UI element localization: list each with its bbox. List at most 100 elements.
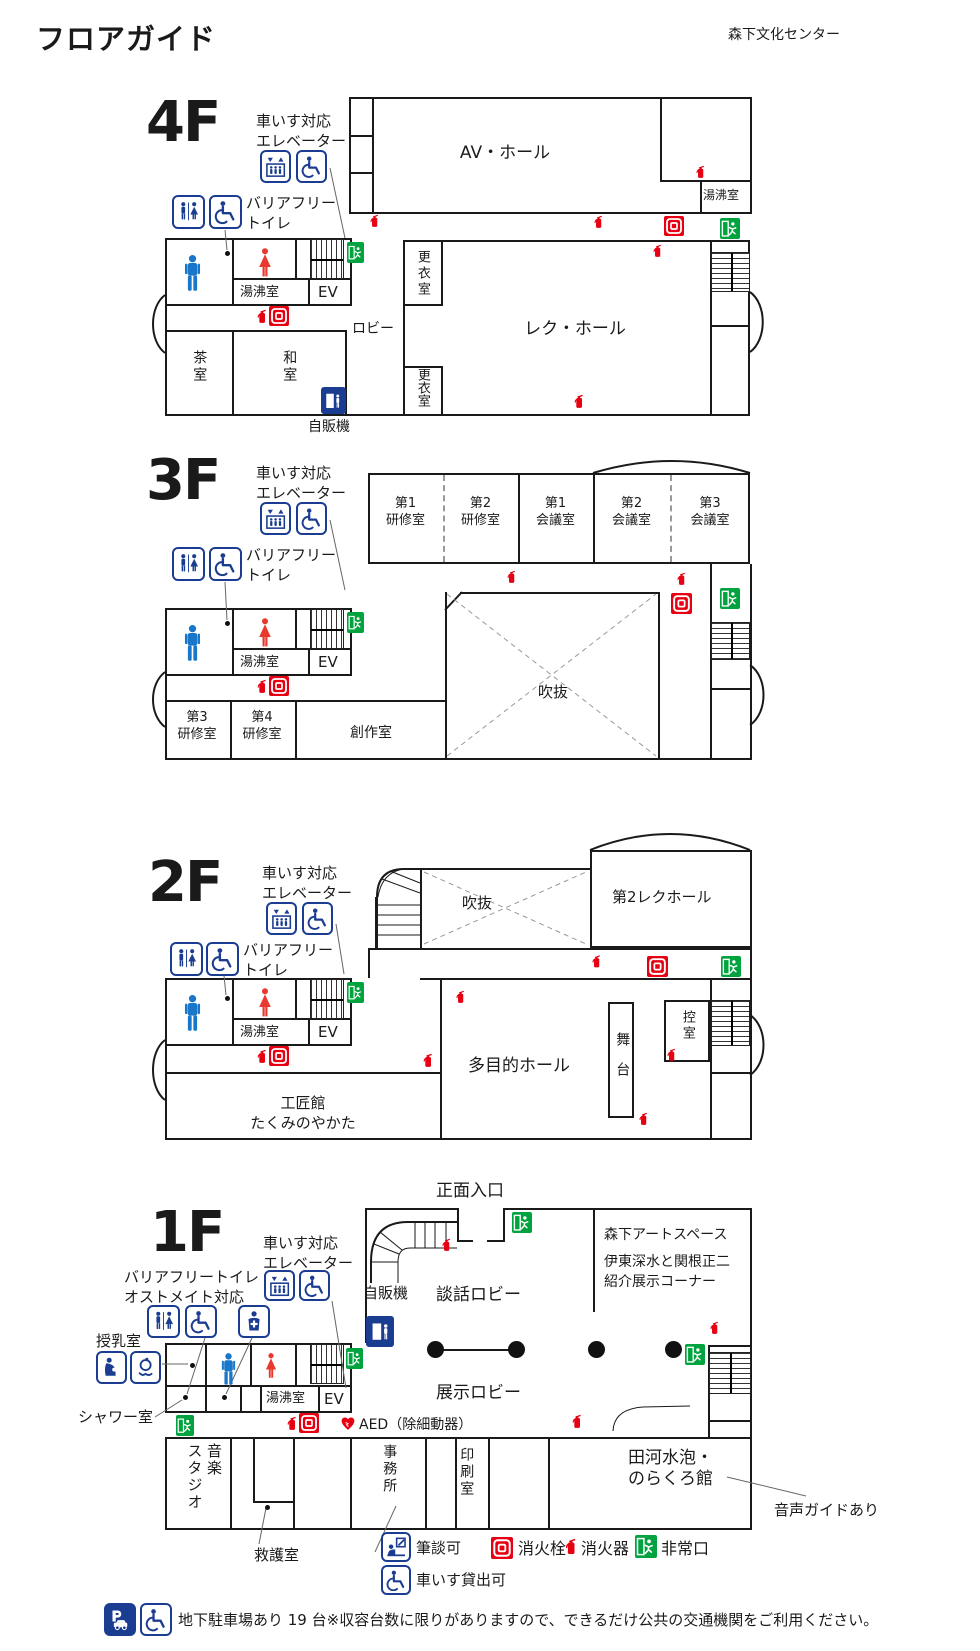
wall <box>420 868 422 948</box>
connector-dot <box>225 621 230 626</box>
wall <box>232 278 352 280</box>
stairs <box>310 1344 344 1384</box>
wall <box>232 330 234 416</box>
emergency-exit-icon <box>176 1415 194 1436</box>
vending-machine-icon <box>321 387 346 414</box>
wall <box>708 1345 752 1347</box>
wall <box>165 978 352 1046</box>
wheelchair-icon <box>185 1305 217 1338</box>
emergency-exit-icon <box>635 1535 657 1558</box>
wall <box>165 306 167 416</box>
fire-extinguisher-icon <box>571 1410 583 1432</box>
room-label-fukinuke: 吹抜 <box>462 894 493 912</box>
wall <box>700 180 702 213</box>
fire-extinguisher-icon <box>676 568 687 589</box>
room-label-kaigi2: 第2 会議室 <box>611 496 651 528</box>
elevator-icon <box>260 502 291 535</box>
toilet-icon <box>170 942 203 976</box>
elevator-icon <box>266 902 297 935</box>
label-nursing-room: 授乳室 <box>96 1332 142 1350</box>
floor-label-1f: 1F <box>150 1200 225 1265</box>
wall <box>232 1018 352 1020</box>
legend-hydrant: 消火栓 <box>518 1539 567 1558</box>
wall <box>420 868 592 870</box>
label-kyugo: 救護室 <box>254 1546 300 1564</box>
wall <box>295 700 297 758</box>
wall <box>165 330 347 332</box>
fire-extinguisher-icon <box>256 675 268 697</box>
wall <box>308 1018 310 1046</box>
wall <box>455 1437 457 1530</box>
wall <box>165 676 167 760</box>
room-label-ev: EV <box>318 653 338 671</box>
woman-icon <box>264 1346 278 1386</box>
room-label-yuwakashi: 湯沸室 <box>240 1025 280 1040</box>
room-label-kenshu1: 第1 研修室 <box>385 496 425 528</box>
fire-hydrant-icon <box>647 956 668 977</box>
room-label-music-studio: 音楽 スタジオ <box>185 1443 224 1511</box>
wall <box>503 1208 505 1242</box>
connector-dot <box>225 251 230 256</box>
room-label-tamoku: 多目的ホール <box>468 1056 570 1076</box>
floor-label-3f: 3F <box>146 448 221 513</box>
fire-extinguisher-icon <box>695 161 706 182</box>
wall <box>295 608 297 650</box>
wall <box>205 1343 207 1413</box>
toilet-icon <box>147 1305 180 1338</box>
wall <box>295 238 297 280</box>
note-bf-toilet-2f: バリアフリー トイレ <box>243 941 334 979</box>
room-label-yuwakashi: 湯沸室 <box>266 1391 306 1406</box>
wall <box>445 592 447 760</box>
wall <box>710 688 750 690</box>
connector-dot <box>190 1363 195 1368</box>
room-label-koui: 更衣室 <box>414 368 430 407</box>
nursing-mother-icon <box>96 1351 127 1384</box>
fire-extinguisher-icon <box>256 1045 268 1067</box>
room-label-chashitsu: 茶室 <box>191 350 208 384</box>
baby-icon <box>130 1351 161 1384</box>
dashed-wall <box>670 475 672 562</box>
wall <box>253 1437 255 1503</box>
woman-icon <box>257 980 273 1026</box>
wall <box>436 1349 516 1351</box>
note-elevator-4f: 車いす対応 エレベーター <box>256 112 347 150</box>
wall <box>425 1437 427 1530</box>
wall <box>460 592 660 594</box>
wall <box>260 1385 262 1413</box>
wall <box>660 180 752 182</box>
wall <box>710 564 712 758</box>
note-elevator-3f: 車いす対応 エレベーター <box>256 464 347 502</box>
fire-extinguisher-icon <box>441 1234 452 1255</box>
fire-extinguisher-icon <box>286 1412 298 1434</box>
wall <box>658 592 660 758</box>
emergency-exit-icon <box>347 242 364 263</box>
room-label-ev: EV <box>324 1390 344 1408</box>
wall <box>165 758 752 760</box>
aed-heart-icon <box>339 1415 357 1432</box>
ostomate-icon <box>238 1305 270 1338</box>
wall <box>349 97 752 214</box>
room-label-danwa-lobby: 談話ロビー <box>436 1285 521 1305</box>
wall <box>660 97 662 182</box>
wall <box>403 240 443 306</box>
label-shower-room: シャワー室 <box>78 1408 154 1426</box>
wall <box>318 1385 320 1413</box>
legend-exit: 非常口 <box>661 1539 710 1558</box>
wall <box>440 978 442 1140</box>
stairs <box>711 1000 750 1046</box>
label-art-space: 森下アートスペース <box>604 1227 728 1243</box>
fire-extinguisher-icon <box>422 1049 434 1071</box>
wall <box>230 1437 232 1530</box>
wall <box>365 1208 457 1210</box>
wall <box>593 1208 595 1312</box>
wall <box>349 172 372 174</box>
wall <box>368 473 750 564</box>
toilet-icon <box>172 195 205 229</box>
room-label-lobby: ロビー <box>352 321 394 337</box>
man-icon <box>184 988 201 1038</box>
fire-extinguisher-icon <box>564 1533 578 1559</box>
building-name: 森下文化センター <box>728 27 840 43</box>
wall <box>590 850 752 948</box>
room-label-sosaku: 創作室 <box>350 725 392 741</box>
wall <box>250 1343 252 1387</box>
